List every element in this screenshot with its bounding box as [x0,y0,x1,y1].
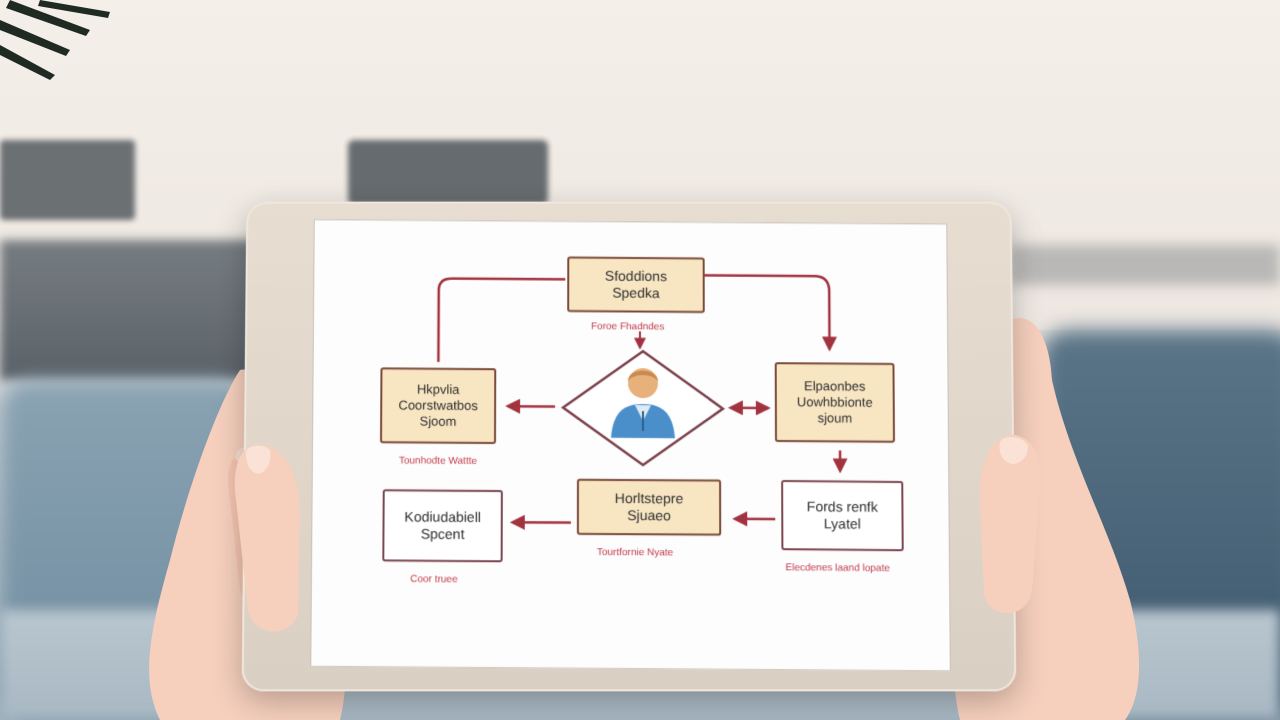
node-right-line1: Elpaonbes [804,378,865,395]
node-right-line2: Uowhbbionte [797,394,873,411]
node-left-line2: Coorstwatbos [398,397,477,414]
node-bottom-center-line2: Sjuaeo [627,507,671,525]
node-bottom-left-line2: Spcent [421,526,465,544]
node-bottom-right-line1: Fords renfk [807,498,878,516]
node-left-line1: Hkpvlia [417,381,460,397]
node-left-line3: Sjoom [420,414,457,430]
caption-top: Foroe Fhadndes [591,321,664,332]
arrow-top-to-right [705,275,830,348]
node-top-line1: Sfoddions [605,267,667,285]
caption-bottom-left: Coor truee [410,574,457,585]
node-bottom-center-line1: Horltstepre [615,489,684,507]
node-left: Hkpvlia Coorstwatbos Sjoom [380,367,496,444]
background-monitor-center [348,140,548,205]
right-thumb [970,430,1050,620]
connector-left-loop [438,278,565,362]
node-right: Elpaonbes Uowhbbionte sjoum [775,362,895,443]
background-monitor-left [0,140,135,220]
node-top: Sfoddions Spedka [567,257,705,313]
left-thumb [228,440,318,640]
caption-bottom-right: Elecdenes laand lopate [785,562,889,574]
plant-leaves [0,0,120,110]
background-desk [0,240,260,380]
node-top-line2: Spedka [612,285,659,303]
tablet-device: Sfoddions Spedka Foroe Fhadndes Hkpvlia … [242,202,1017,692]
node-bottom-right-line2: Lyatel [824,515,861,533]
tablet-screen: Sfoddions Spedka Foroe Fhadndes Hkpvlia … [310,219,951,671]
node-bottom-center: Horltstepre Sjuaeo [577,479,721,536]
background-shelf [1010,245,1280,285]
node-bottom-left-line1: Kodiudabiell [404,508,481,526]
node-bottom-right: Fords renfk Lyatel [781,480,904,551]
caption-left: Tounhodte Wattte [399,455,477,467]
node-right-line3: sjoum [817,410,852,426]
caption-bottom-center: Tourtfornie Nyate [597,547,673,559]
node-bottom-left: Kodiudabiell Spcent [382,489,503,562]
